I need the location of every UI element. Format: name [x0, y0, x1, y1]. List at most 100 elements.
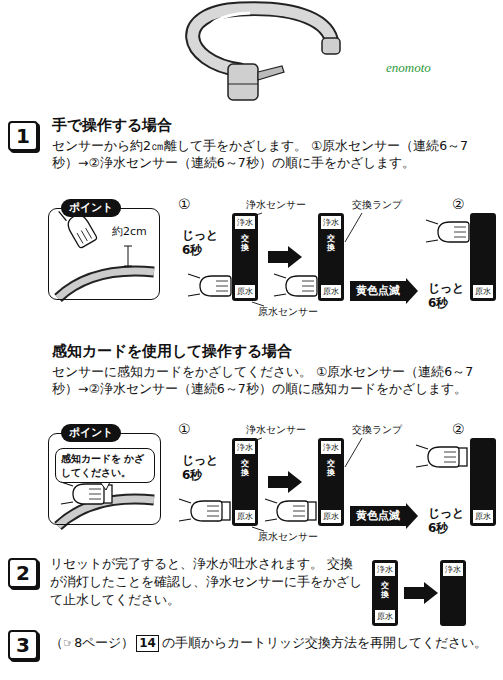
label-text: 浄水センサー [246, 198, 306, 212]
label-text: 浄水センサー [246, 423, 306, 437]
node-text: 感知カードを かざしてください。 [61, 452, 149, 479]
wrist [416, 465, 428, 467]
finger-line [216, 286, 228, 287]
hand [416, 445, 459, 467]
dimension-bracket [124, 246, 132, 266]
finger-line [302, 281, 314, 282]
finger-line [89, 489, 101, 490]
finger-line [293, 506, 305, 507]
finger-line [454, 237, 466, 238]
faucet-highlight [205, 13, 250, 40]
label-text: じっと 6秒 [182, 453, 220, 483]
faucet-base [228, 64, 258, 100]
lamp-text: 交換 [241, 460, 249, 478]
finger-line [216, 281, 228, 282]
status-badge: 黄色点滅 [350, 506, 406, 526]
label-text: 手で操作する場合 [52, 116, 172, 135]
speech-bubble: 感知カードを かざしてください。 [55, 448, 155, 483]
label-text: 約2cm [112, 224, 147, 239]
point-box: ポイント [48, 208, 160, 300]
finger-line [302, 291, 314, 292]
label-text: じっと 6秒 [428, 281, 466, 311]
finger-line [207, 506, 219, 507]
sensor-panel [440, 560, 466, 626]
sensor-panel [470, 438, 496, 526]
hand-outline [191, 501, 222, 521]
spout [58, 271, 154, 298]
wrist [426, 220, 438, 224]
node-text: 黄色点滅 [356, 284, 400, 298]
sensor-text: 原水 [232, 286, 258, 297]
status-badge: 黄色点滅 [350, 281, 406, 301]
label-text: センサーから約2㎝離して手をかざします。 ①原水センサー（連続6～7秒）→②浄水… [52, 137, 494, 171]
finger-line [444, 462, 456, 463]
wrist [265, 519, 277, 521]
label-text: センサーに感知カードをかざしてください。 ①原水センサー（連続6～7秒）→②浄水… [52, 363, 494, 397]
label-text: じっと 6秒 [182, 228, 220, 258]
faucet-neck [193, 9, 332, 70]
wrist [426, 240, 438, 242]
sensor-text: 浄水 [232, 442, 258, 453]
label-text: じっと 6秒 [428, 506, 466, 536]
leader-line [252, 302, 264, 306]
hand-outline [286, 276, 317, 296]
wrist [188, 294, 200, 296]
faucet-illustration [193, 9, 340, 100]
sensor-text: 原水 [318, 286, 344, 297]
lamp-text: 交換 [241, 235, 249, 253]
block-arrow [268, 471, 302, 493]
sensor-panel [470, 213, 496, 301]
faucet-neck [193, 9, 332, 70]
sensor-text: 原水 [470, 511, 496, 522]
node-text: 14 [139, 636, 156, 651]
finger-line [86, 228, 92, 238]
finger-line [302, 286, 314, 287]
block-arrow [404, 582, 438, 604]
sensor-text: 浄水 [440, 564, 466, 575]
finger-line [293, 511, 305, 512]
hand [274, 274, 317, 296]
finger-line [444, 452, 456, 453]
label-text: ② [452, 421, 465, 437]
finger-line [89, 494, 101, 495]
point-tab: ポイント [61, 199, 121, 217]
spout [58, 271, 154, 298]
finger-line [207, 511, 219, 512]
bubble-tail [100, 482, 110, 490]
sensor-text: 原水 [372, 611, 398, 622]
step-number: 1 [8, 121, 38, 151]
arrow-head [406, 503, 418, 529]
wrist [179, 499, 191, 503]
wrist [61, 502, 73, 504]
sensor-panel [318, 438, 344, 526]
wrist [179, 519, 191, 521]
sensor-text: 浄水 [318, 442, 344, 453]
sensor-panel [232, 213, 258, 301]
label-text: 交換ランプ [352, 198, 402, 212]
arrow-head [406, 278, 418, 304]
label-text: ① [178, 196, 191, 212]
hand [61, 482, 104, 504]
lamp-text: 交換 [327, 235, 335, 253]
hand [188, 274, 231, 296]
faucet-base-line [228, 84, 258, 85]
finger-line [454, 232, 466, 233]
leader-line [345, 213, 362, 242]
sensor-panel [318, 213, 344, 301]
hand [179, 499, 222, 521]
finger-line [207, 516, 219, 517]
point-box: ポイント感知カードを かざしてください。 [48, 433, 161, 525]
label-text: 交換ランプ [352, 423, 402, 437]
finger-line [89, 499, 101, 500]
hand-outline [428, 447, 459, 467]
hand-outline [438, 222, 469, 242]
finger-line [77, 233, 83, 243]
hand [265, 499, 308, 521]
faucet-head [322, 38, 340, 54]
sensor-panel [232, 438, 258, 526]
label-text: 原水センサー [258, 530, 318, 544]
finger-line [81, 231, 87, 241]
block-arrow [268, 246, 302, 268]
step-number: 2 [8, 558, 38, 588]
